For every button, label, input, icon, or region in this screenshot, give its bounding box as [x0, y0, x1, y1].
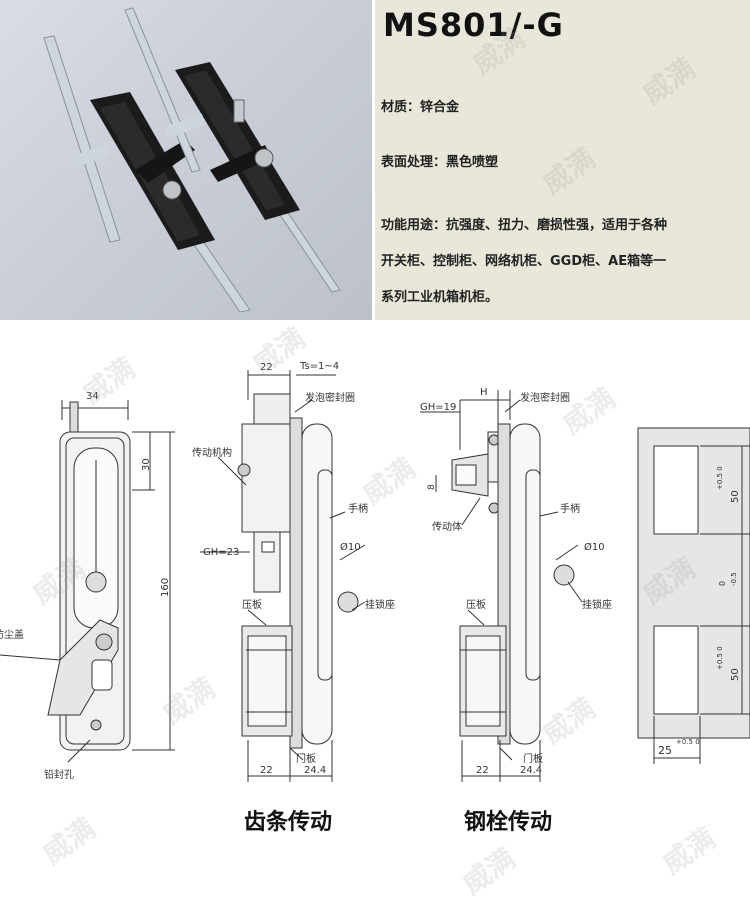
lock-right — [124, 7, 341, 293]
rack-dim-24-4: 24.4 — [304, 765, 326, 776]
product-photo-illustration — [43, 7, 341, 313]
cutout-dim-25: 25 — [658, 744, 672, 757]
rack-dim-phi: Ø10 — [340, 541, 361, 553]
rod-dim-22-bottom: 22 — [476, 765, 489, 776]
rod-label-door-plate: 门板 — [523, 752, 543, 765]
caption-rod: 钢栓传动 — [464, 810, 553, 835]
spec-panel: MS801/-G 材质：锌合金 表面处理：黑色喷塑 功能用途：抗强度、扭力、磨损… — [375, 0, 750, 320]
rack-label-mechanism: 传动机构 — [192, 446, 232, 459]
rack-dim-22-bottom: 22 — [260, 765, 273, 776]
spec-material: 材质：锌合金 — [381, 100, 460, 115]
caption-rack: 齿条传动 — [244, 810, 333, 835]
front-dim-top: 30 — [141, 458, 152, 471]
rod-dim-24-4: 24.4 — [520, 765, 542, 776]
label-seal-hole: 铅封孔 — [44, 768, 74, 781]
drawing-canvas: 34 30 160 防尘盖 铅封孔 — [0, 361, 750, 782]
rack-label-lock-seat: 挂锁座 — [365, 598, 395, 611]
rod-label-press-plate: 压板 — [466, 598, 486, 611]
front-dim-height: 160 — [160, 578, 171, 597]
rack-label-foam: 发泡密封圈 — [305, 391, 355, 404]
rod-view: H GH=19 发泡密封圈 8 传动体 手柄 Ø10 — [420, 387, 612, 782]
cutout-tol-25: +0.5 0 — [676, 738, 700, 746]
front-dim-width: 34 — [86, 391, 99, 402]
rod-label-handle: 手柄 — [560, 502, 580, 515]
cutout-view: 50 +0.5 0 0 -0.5 50 +0.5 0 25 +0.5 0 — [637, 427, 750, 764]
label-dust-cover: 防尘盖 — [0, 628, 24, 641]
cutout-tol-mid: -0.5 — [730, 572, 738, 586]
rod-dim-h: H — [480, 387, 488, 398]
cutout-dim-0: 0 — [718, 581, 727, 586]
rod-label-lock-seat: 挂锁座 — [582, 598, 612, 611]
rack-label-handle: 手柄 — [348, 502, 368, 515]
spec-function-line-2: 开关柜、控制柜、网络机柜、GGD柜、AE箱等一 — [381, 254, 667, 269]
rack-dim-ts: Ts=1~4 — [299, 361, 339, 372]
rod-dim-phi: Ø10 — [584, 541, 605, 553]
technical-drawings: 34 30 160 防尘盖 铅封孔 — [0, 320, 750, 906]
model-title: MS801/-G — [383, 6, 564, 44]
front-view: 34 30 160 防尘盖 铅封孔 — [0, 391, 175, 781]
rod-label-foam: 发泡密封圈 — [520, 391, 570, 404]
product-photo — [0, 0, 372, 320]
rod-label-body: 传动体 — [432, 521, 462, 533]
rack-dim-gh: GH=23 — [203, 547, 239, 558]
rack-view: 22 Ts=1~4 发泡密封圈 传动机构 手柄 GH=23 — [192, 361, 395, 782]
rod-dim-gh: GH=19 — [420, 402, 456, 413]
rack-dim-22-top: 22 — [260, 362, 273, 373]
cutout-dim-50-bottom: 50 — [730, 668, 741, 681]
spec-surface: 表面处理：黑色喷塑 — [381, 155, 499, 170]
rack-label-door-plate: 门板 — [296, 752, 316, 765]
cutout-tol-top: +0.5 0 — [716, 466, 724, 490]
spec-function-line-1: 功能用途：抗强度、扭力、磨损性强，适用于各种 — [381, 218, 668, 233]
cutout-tol-bottom: +0.5 0 — [716, 646, 724, 670]
spec-function-line-3: 系列工业机箱机柜。 — [381, 290, 499, 305]
rod-dim-8: 8 — [427, 484, 437, 490]
rack-label-press-plate: 压板 — [242, 598, 262, 611]
cutout-dim-50-top: 50 — [730, 490, 741, 503]
lock-left — [43, 35, 251, 313]
